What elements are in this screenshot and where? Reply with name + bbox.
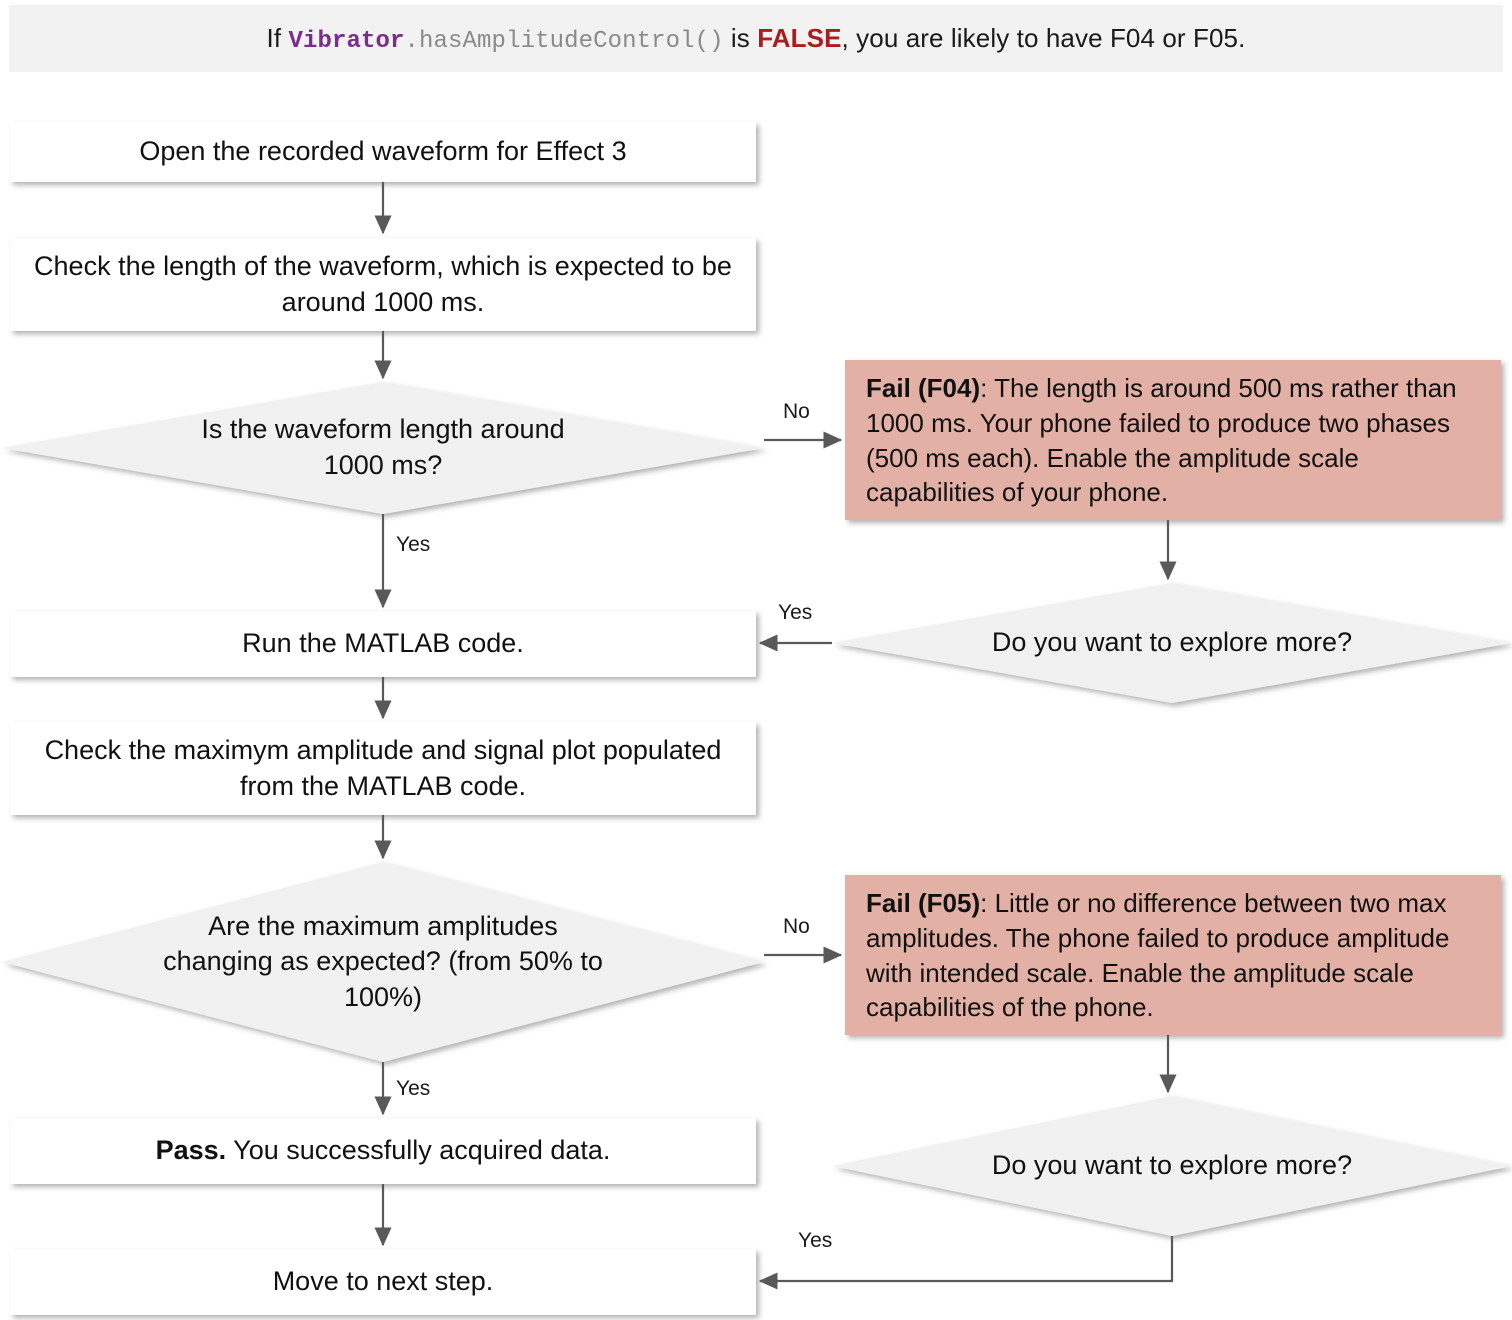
node-check-amplitude-label: Check the maximym amplitude and signal p… [44,734,722,801]
node-fail-f04-shape[interactable] [845,360,1501,520]
node-open-waveform-label: Open the recorded waveform for Effect 3 [139,136,627,167]
header-prefix: If [266,22,289,53]
node-run-matlab-label: Run the MATLAB code. [242,628,524,659]
fail-f05-tag: Fail (F05) [866,888,981,919]
node-check-amplitude-shape[interactable] [10,722,756,815]
decision-explore-more-bottom-label: Do you want to explore more? [991,1150,1353,1181]
node-move-next-label: Move to next step. [272,1266,494,1297]
decision-waveform-length-shape[interactable] [2,382,764,514]
node-move-next-shape[interactable] [10,1249,756,1315]
decision-waveform-length-label: Is the waveform length around 1000 ms? [201,414,565,480]
pass-tag: Pass. [155,1135,227,1166]
node-fail-f04-label: Fail (F04): The length is around 500 ms … [866,368,1486,513]
header-statement: If Vibrator.hasAmplitudeControl() is FAL… [267,23,1246,55]
fail-f04-body: : The length is around 500 ms rather tha… [866,373,1457,508]
header-false-keyword: FALSE [757,22,842,53]
decision-explore-more-top-label: Do you want to explore more? [991,627,1353,658]
edge-label-explore-bottom-yes: Yes [798,1229,833,1252]
node-open-waveform-shape[interactable] [10,122,756,182]
header-suffix: , you are likely to have F04 or F05. [841,22,1246,53]
decision-amplitude-label: Are the maximum amplitudes changing as e… [163,910,603,1012]
pass-body: You successfully acquired data. [226,1135,611,1166]
header-banner: If Vibrator.hasAmplitudeControl() is FAL… [9,5,1503,72]
node-check-length-label: Check the length of the waveform, which … [34,250,732,317]
node-run-matlab-shape[interactable] [10,611,756,677]
node-pass-label: Pass. You successfully acquired data. [10,1118,756,1184]
header-mid: is [723,22,758,53]
fail-f04-tag: Fail (F04) [866,373,981,404]
edge-label-length-yes: Yes [396,533,431,556]
fail-f05-body: : Little or no difference between two ma… [866,888,1450,1023]
node-pass-shape[interactable] [10,1118,756,1184]
edge-label-explore-top-yes: Yes [778,601,813,624]
decision-explore-more-top-shape[interactable] [832,583,1512,703]
node-fail-f05-shape[interactable] [845,875,1501,1035]
code-method-name: .hasAmplitudeControl() [404,27,724,55]
edge-label-length-no: No [783,400,810,423]
decision-explore-more-bottom-shape[interactable] [832,1096,1512,1236]
code-class-name: Vibrator [288,27,405,55]
decision-amplitude-shape[interactable] [2,862,764,1062]
edge-label-amp-no: No [783,915,810,938]
node-check-length-shape[interactable] [10,238,756,331]
edge-label-amp-yes: Yes [396,1077,431,1100]
node-fail-f05-label: Fail (F05): Little or no difference betw… [866,883,1486,1028]
